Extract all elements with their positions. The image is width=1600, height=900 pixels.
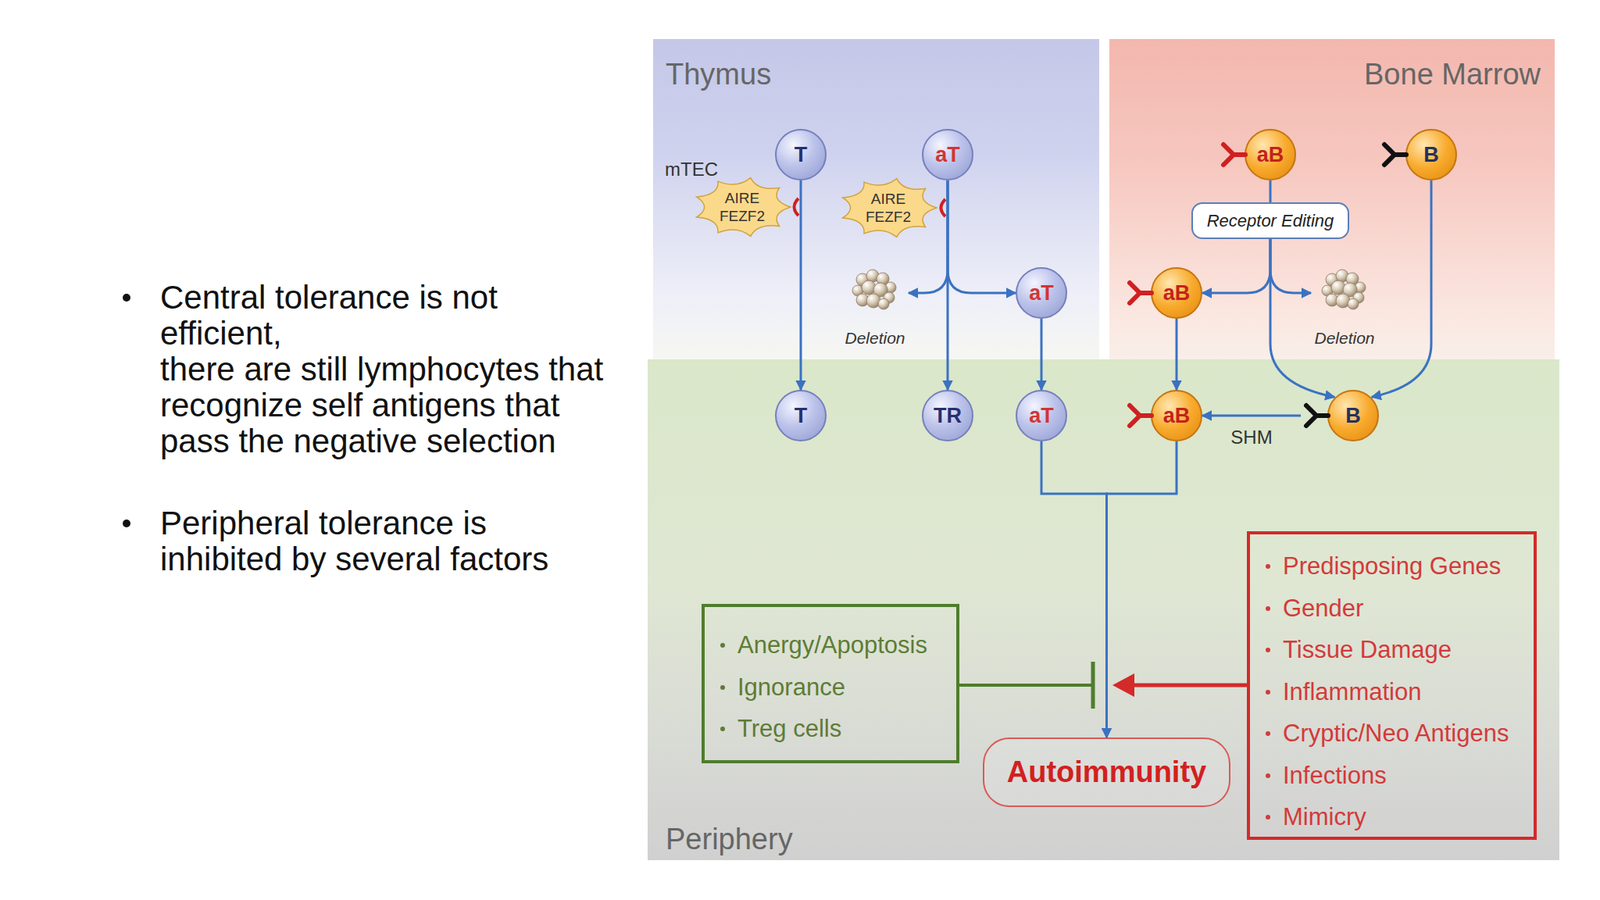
cell-label: aB bbox=[1163, 281, 1191, 306]
factor-box: Predisposing GenesGenderTissue DamageInf… bbox=[1246, 531, 1537, 840]
cell-label: T bbox=[794, 403, 808, 429]
mtec-cell: AIRE FEZF2 bbox=[692, 175, 792, 239]
t-cell: T bbox=[775, 389, 827, 442]
inhibition-bar bbox=[1091, 661, 1096, 709]
list-item: Treg cells bbox=[715, 707, 957, 750]
process-box: Receptor Editing bbox=[1191, 202, 1350, 240]
deletion-label: Deletion bbox=[833, 328, 917, 349]
bullet-dot bbox=[122, 519, 131, 528]
region-label: Periphery bbox=[665, 821, 793, 858]
region-band: Bone Marrow aB B Receptor Editing aB Deletion bbox=[1109, 39, 1555, 360]
cell-label: TR bbox=[933, 403, 962, 429]
cell-label: aT bbox=[1028, 281, 1054, 306]
list-item: Cryptic/Neo Antigens bbox=[1260, 712, 1534, 755]
connector-arrow bbox=[800, 180, 803, 390]
inhibition-line bbox=[959, 683, 1093, 687]
process-label: Receptor Editing bbox=[1207, 210, 1335, 232]
region-band: Periphery T TR aT aB B Anergy/ApoptosisIgnoran… bbox=[647, 359, 1560, 861]
cell-label: T bbox=[794, 142, 808, 168]
cell-label: mTEC bbox=[664, 157, 718, 182]
gene-label: AIRE FEZF2 bbox=[863, 189, 914, 226]
region-band: ThymusT AIRE FEZF2 aT AIRE FEZF2Deletion aT bbox=[653, 39, 1100, 360]
list-item: Infections bbox=[1260, 754, 1534, 797]
list-item: Inflammation bbox=[1260, 671, 1534, 714]
b-cell: aB bbox=[1150, 267, 1203, 319]
list-item: Predisposing Genes bbox=[1260, 545, 1534, 588]
t-cell: aT bbox=[921, 128, 974, 181]
list-item: Gender bbox=[1260, 587, 1534, 630]
b-cell: B bbox=[1405, 128, 1458, 181]
promotion-arrow bbox=[1131, 683, 1247, 688]
bullet-text: Central tolerance is not efficient, bbox=[160, 279, 567, 352]
t-cell: T bbox=[775, 128, 827, 181]
list-item: Anergy/Apoptosis bbox=[715, 624, 957, 667]
cell-label: aB bbox=[1163, 403, 1191, 429]
region-label: Thymus bbox=[665, 56, 772, 93]
t-cell: aT bbox=[1015, 267, 1068, 319]
cell-label: aB bbox=[1257, 142, 1285, 168]
list-item: Ignorance bbox=[715, 666, 957, 709]
outcome-label: Autoimmunity bbox=[1007, 755, 1207, 790]
cell-label: aT bbox=[1028, 403, 1054, 429]
outcome-box: Autoimmunity bbox=[982, 737, 1231, 808]
gene-label: AIRE FEZF2 bbox=[717, 189, 768, 225]
edge-label: SHM bbox=[1230, 426, 1272, 449]
connector-arrow bbox=[1202, 414, 1301, 418]
list-item: Tissue Damage bbox=[1260, 628, 1534, 672]
tolerance-box: Anergy/ApoptosisIgnoranceTreg cells bbox=[701, 603, 960, 764]
t-cell: aT bbox=[1015, 389, 1068, 442]
bullet-text: Peripheral tolerance is inhibited by sev… bbox=[160, 505, 567, 578]
treg-cell: TR bbox=[921, 389, 974, 442]
mtec-cell: AIRE FEZF2 bbox=[839, 176, 938, 240]
b-cell: aB bbox=[1150, 389, 1203, 442]
star-shape bbox=[842, 178, 937, 238]
bullet-text: there are still lymphocytes that recogni… bbox=[160, 351, 629, 460]
cell-label: B bbox=[1345, 403, 1361, 429]
bullet-dot bbox=[122, 293, 131, 302]
cell-label: B bbox=[1423, 142, 1440, 168]
star-outline bbox=[692, 175, 792, 239]
cell-label: aT bbox=[935, 142, 961, 168]
b-cell: B bbox=[1327, 389, 1379, 442]
connector-arrow bbox=[1040, 318, 1043, 390]
connector-arrow bbox=[946, 180, 950, 390]
star-shape bbox=[696, 178, 791, 237]
connector-arrow bbox=[1269, 180, 1272, 203]
deletion-label: Deletion bbox=[1303, 328, 1386, 349]
star-outline bbox=[839, 176, 938, 240]
b-cell: aB bbox=[1244, 128, 1297, 181]
connector-arrow bbox=[1175, 318, 1179, 390]
region-label: Bone Marrow bbox=[1364, 56, 1541, 93]
list-item: Mimicry bbox=[1260, 796, 1534, 839]
